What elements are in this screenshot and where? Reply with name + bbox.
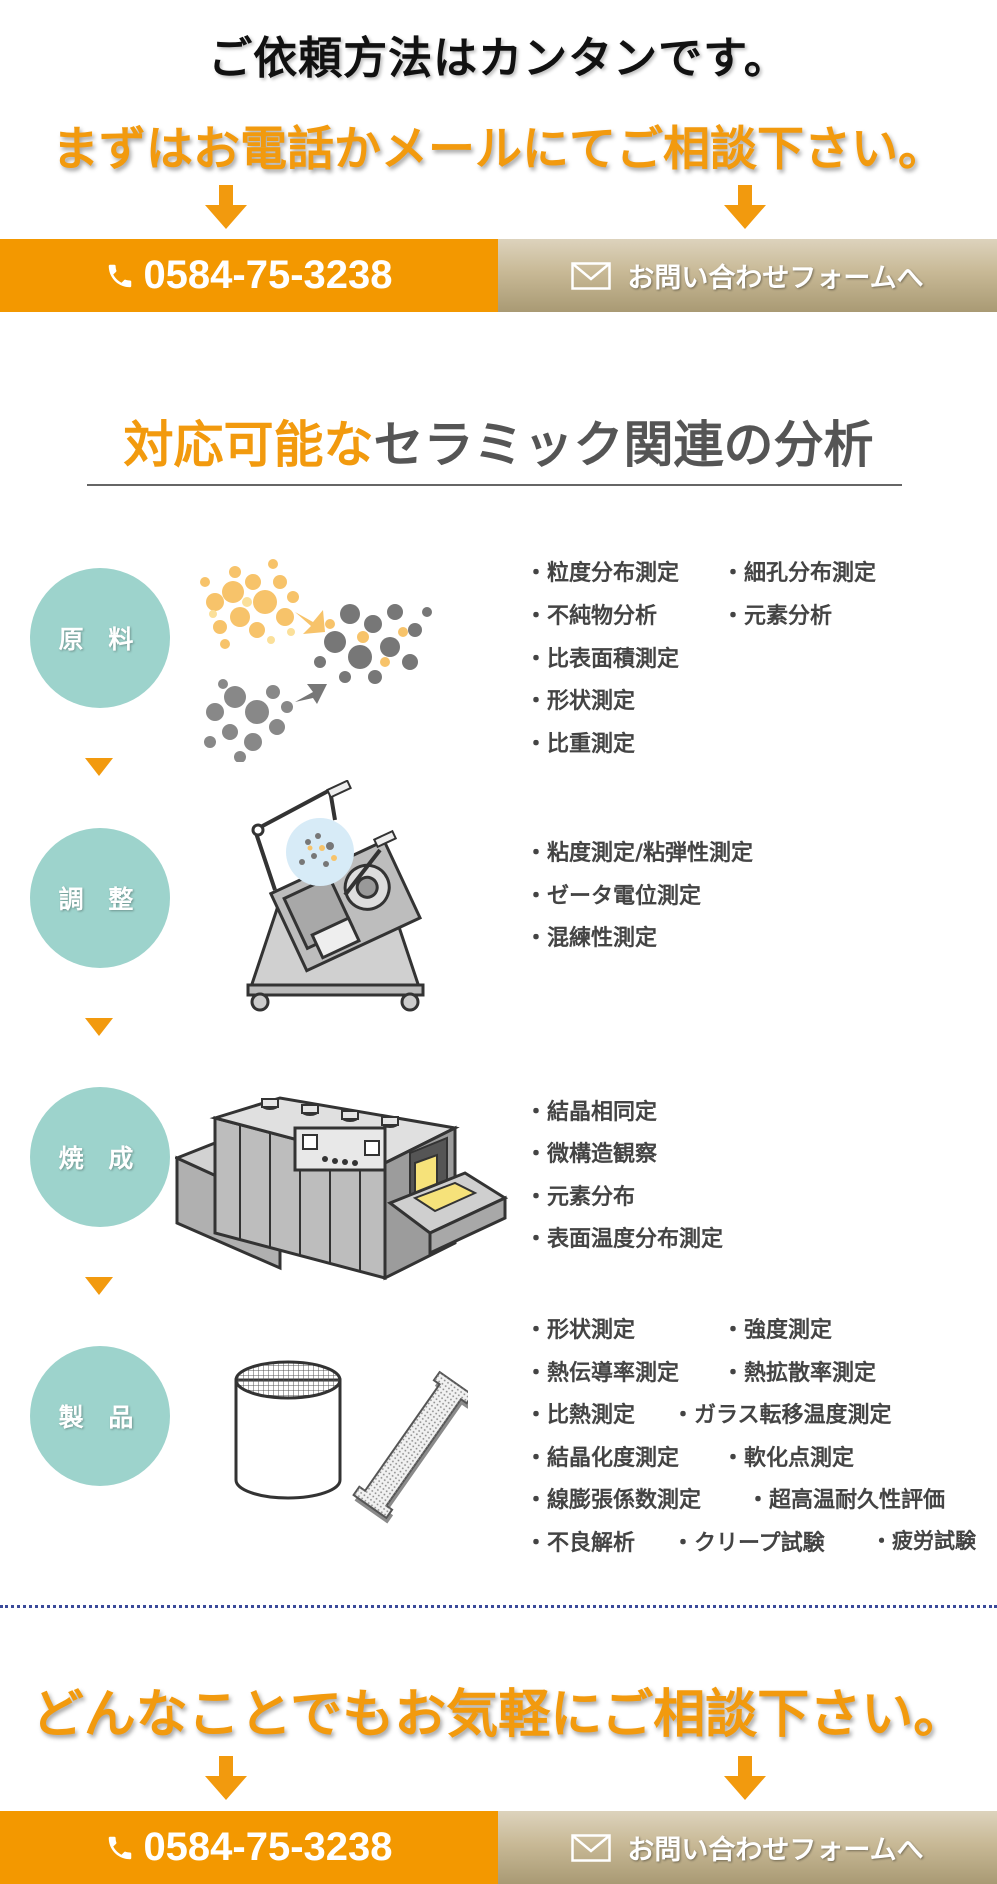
- dotted-divider: [0, 1605, 997, 1608]
- analysis-item: ・熱拡散率測定: [722, 1361, 877, 1386]
- stage-label: 原 料: [58, 625, 142, 654]
- phone-icon: [109, 1836, 132, 1859]
- analysis-item: ・不良解析: [525, 1531, 636, 1556]
- analysis-item: ・超高温耐久性評価: [747, 1488, 946, 1513]
- stage-circle-product: 製 品: [30, 1346, 170, 1486]
- bottom-subtitle: どんなことでもお気軽にご相談下さい。: [31, 1685, 966, 1745]
- stage-circle-raw-material: 原 料: [30, 568, 170, 708]
- phone-icon: [109, 264, 132, 287]
- analysis-item: ・表面温度分布測定: [525, 1227, 724, 1252]
- phone-number: 0584-75-3238: [143, 253, 393, 297]
- stage-label: 焼 成: [58, 1144, 142, 1173]
- analysis-item: ・元素分析: [722, 604, 833, 629]
- stage-label: 製 品: [58, 1403, 142, 1432]
- powder-particles-illustration: [200, 559, 432, 762]
- analysis-item: ・疲労試験: [871, 1529, 976, 1553]
- consult-subtitle: まずはお電話かメールにてご相談下さい。: [52, 122, 945, 177]
- section-title: 対応可能なセラミック関連の分析: [0, 405, 997, 477]
- analysis-item: ・微構造観察: [525, 1142, 658, 1167]
- analysis-item: ・軟化点測定: [722, 1446, 855, 1471]
- analysis-item: ・結晶化度測定: [525, 1446, 680, 1471]
- analysis-item: ・形状測定: [525, 689, 636, 714]
- analysis-item: ・ガラス転移温度測定: [672, 1403, 892, 1428]
- phone-button[interactable]: 0584-75-3238: [0, 239, 498, 312]
- analysis-item: ・結晶相同定: [525, 1100, 658, 1125]
- mail-icon: [571, 261, 612, 290]
- contact-form-label: お問い合わせフォームへ: [627, 263, 924, 294]
- contact-form-button[interactable]: お問い合わせフォームへ: [498, 1811, 997, 1884]
- down-triangle-icon: [85, 1018, 113, 1036]
- ceramic-products-illustration: [234, 1360, 468, 1524]
- phone-number: 0584-75-3238: [143, 1825, 393, 1869]
- stage-circle-preparation: 調 整: [30, 828, 170, 968]
- analysis-item: ・元素分布: [525, 1185, 636, 1210]
- stage-circle-firing: 焼 成: [30, 1087, 170, 1227]
- mixer-machine-illustration: [246, 780, 425, 1012]
- mail-icon: [571, 1833, 612, 1862]
- down-triangle-icon: [85, 758, 113, 776]
- contact-form-label: お問い合わせフォームへ: [627, 1835, 924, 1866]
- page-title: ご依頼方法はカンタンです。: [208, 33, 789, 84]
- analysis-item: ・クリープ試験: [672, 1531, 825, 1556]
- contact-form-button[interactable]: お問い合わせフォームへ: [498, 239, 997, 312]
- analysis-item: ・粘度測定/粘弾性測定: [525, 841, 754, 866]
- analysis-item: ・強度測定: [722, 1318, 833, 1343]
- analysis-item: ・形状測定: [525, 1318, 636, 1343]
- section-divider: [87, 484, 902, 486]
- analysis-item: ・比熱測定: [525, 1403, 636, 1428]
- section-title-rest: セラミック関連の分析: [373, 416, 874, 474]
- analysis-item: ・熱伝導率測定: [525, 1361, 680, 1386]
- analysis-item: ・細孔分布測定: [722, 561, 877, 586]
- analysis-item: ・線膨張係数測定: [525, 1488, 702, 1513]
- analysis-item: ・比重測定: [525, 732, 636, 757]
- down-triangle-icon: [85, 1277, 113, 1295]
- analysis-item: ・ゼータ電位測定: [525, 884, 702, 909]
- stage-label: 調 整: [58, 885, 142, 914]
- analysis-item: ・比表面積測定: [525, 647, 680, 672]
- phone-button[interactable]: 0584-75-3238: [0, 1811, 498, 1884]
- kiln-furnace-illustration: [175, 1096, 509, 1281]
- section-title-accent: 対応可能な: [123, 416, 374, 474]
- analysis-item: ・不純物分析: [525, 604, 658, 629]
- analysis-item: ・混練性測定: [525, 926, 658, 951]
- analysis-item: ・粒度分布測定: [525, 561, 680, 586]
